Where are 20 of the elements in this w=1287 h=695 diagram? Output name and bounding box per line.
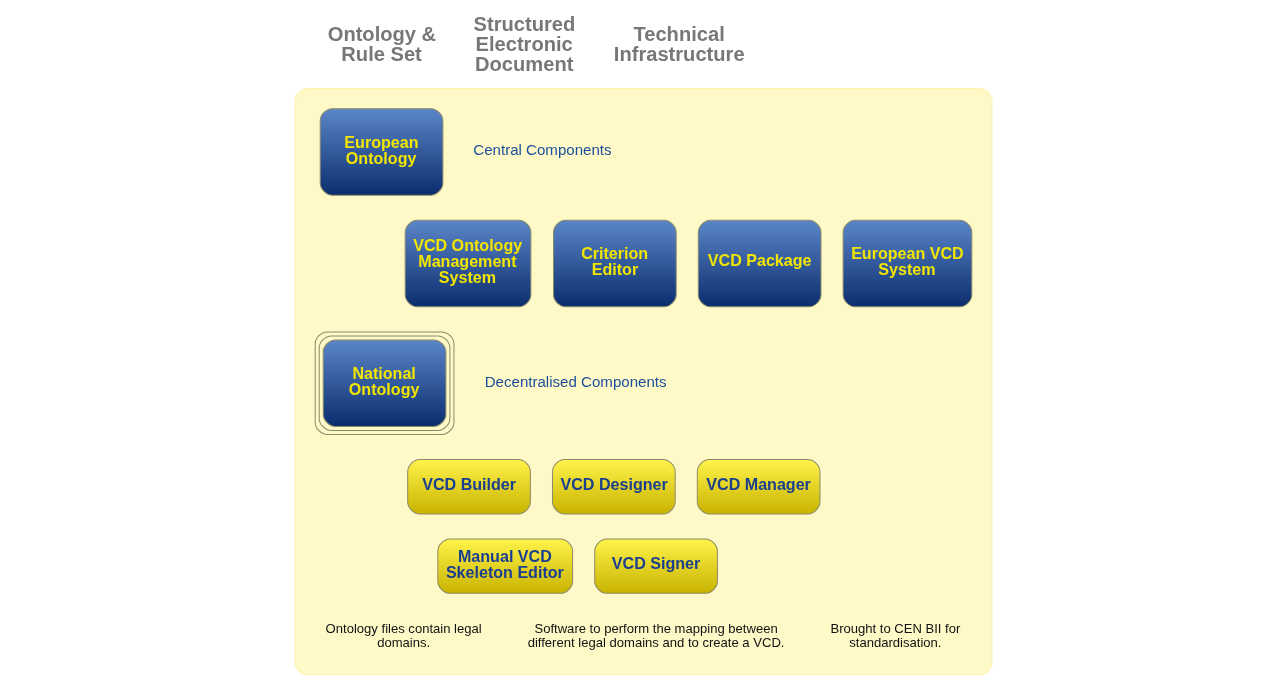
- label: Central Components: [473, 141, 612, 159]
- node-box: VCD Signer: [594, 538, 718, 594]
- node-box: VCD Package: [697, 219, 822, 308]
- label: Ontology & Rule Set: [327, 23, 437, 66]
- label: Ontology files contain legal domains.: [325, 620, 482, 651]
- node-box: European Ontology: [319, 108, 444, 196]
- node-box: VCD Builder: [407, 459, 531, 515]
- node-box: VCD Designer: [552, 459, 676, 515]
- node-box: Criterion Editor: [553, 219, 677, 308]
- node-box: Manual VCD Skeleton Editor: [437, 538, 574, 594]
- label: Brought to CEN BII for standardisation.: [830, 620, 961, 651]
- node-box: European VCD System: [842, 219, 973, 308]
- cluster: [294, 88, 993, 676]
- node-box: VCD Ontology Management System: [404, 219, 532, 308]
- label: Decentralised Components: [484, 372, 667, 390]
- label: Structured Electronic Document: [473, 13, 576, 76]
- node-box: National Ontology: [314, 331, 455, 435]
- node-box: VCD Manager: [696, 459, 821, 515]
- label: Technical Infrastructure: [613, 23, 745, 66]
- label: Software to perform the mapping between different legal domains and to create a VCD.: [527, 620, 785, 651]
